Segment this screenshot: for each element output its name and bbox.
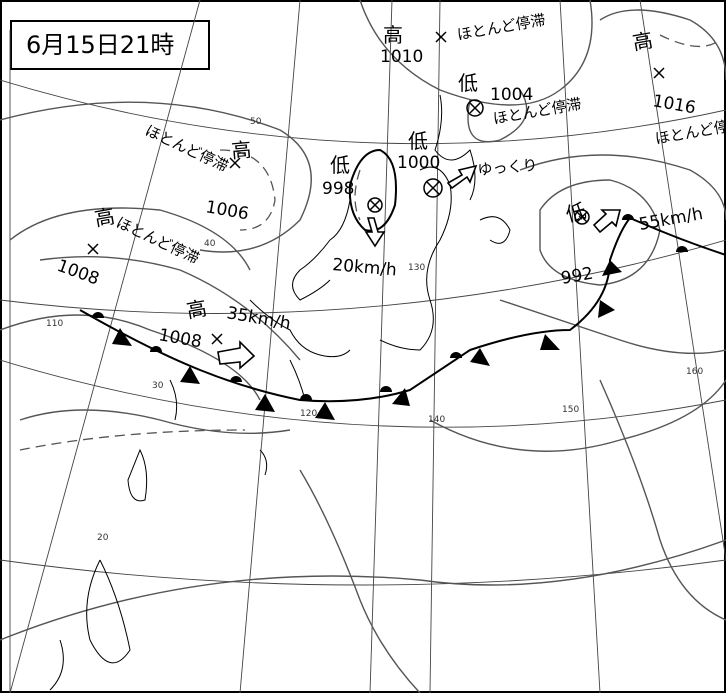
dashed-lines	[19, 34, 721, 451]
lon-label: 160	[686, 367, 703, 377]
center-markers	[87, 31, 665, 345]
system-speed: 35km/h	[225, 303, 292, 334]
system-pressure: 1008	[157, 325, 203, 352]
system-pressure: 1000	[397, 153, 440, 173]
system-pressure: 1006	[204, 197, 250, 224]
system-note: ほとんど停滞	[142, 121, 231, 175]
lon-label: 130	[408, 263, 425, 273]
lat-label: 20	[97, 533, 109, 543]
system-kind: 高	[93, 204, 117, 231]
lon-label: 120	[300, 409, 317, 419]
system-kind: 高	[185, 296, 209, 323]
system-kind: 高	[230, 137, 252, 163]
system-pressure: 1008	[54, 256, 101, 290]
system-kind: 低	[408, 129, 428, 153]
system-pressure: 992	[559, 264, 594, 289]
lon-label: 110	[46, 319, 63, 329]
longitude-lines	[9, 0, 726, 693]
arrow-northeast-icon-2	[592, 209, 622, 234]
stationary-front	[79, 216, 726, 403]
system-kind: 高	[383, 23, 403, 47]
movement-arrows	[217, 164, 622, 370]
lat-label: 40	[204, 239, 216, 249]
system-note: ほとんど停滞	[456, 11, 547, 44]
system-kind: 低	[563, 198, 589, 226]
lat-label: 50	[250, 117, 262, 127]
lon-label: 140	[428, 415, 445, 425]
latitude-lines	[0, 79, 726, 586]
system-speed: 20km/h	[332, 255, 398, 281]
system-speed: ゆっくり	[477, 156, 538, 179]
system-pressure: 1016	[651, 91, 697, 118]
front-symbols	[92, 214, 688, 420]
system-speed: 55km/h	[637, 204, 704, 235]
system-pressure: 1004	[490, 85, 533, 105]
arrow-northeast-icon	[446, 164, 478, 190]
lon-label: 150	[562, 405, 579, 415]
low-998-isobar	[348, 148, 397, 232]
system-kind: 低	[330, 153, 350, 177]
arrow-south-icon	[364, 217, 386, 248]
system-kind: 高	[631, 28, 655, 55]
system-note: ほとんど停滞	[654, 115, 726, 148]
date-label: 6月15日21時	[10, 20, 210, 70]
system-pressure: 1010	[380, 47, 423, 67]
system-kind: 低	[458, 71, 478, 95]
arrow-east-icon	[217, 340, 256, 370]
system-pressure: 998	[322, 179, 354, 199]
lat-label: 30	[152, 381, 164, 391]
